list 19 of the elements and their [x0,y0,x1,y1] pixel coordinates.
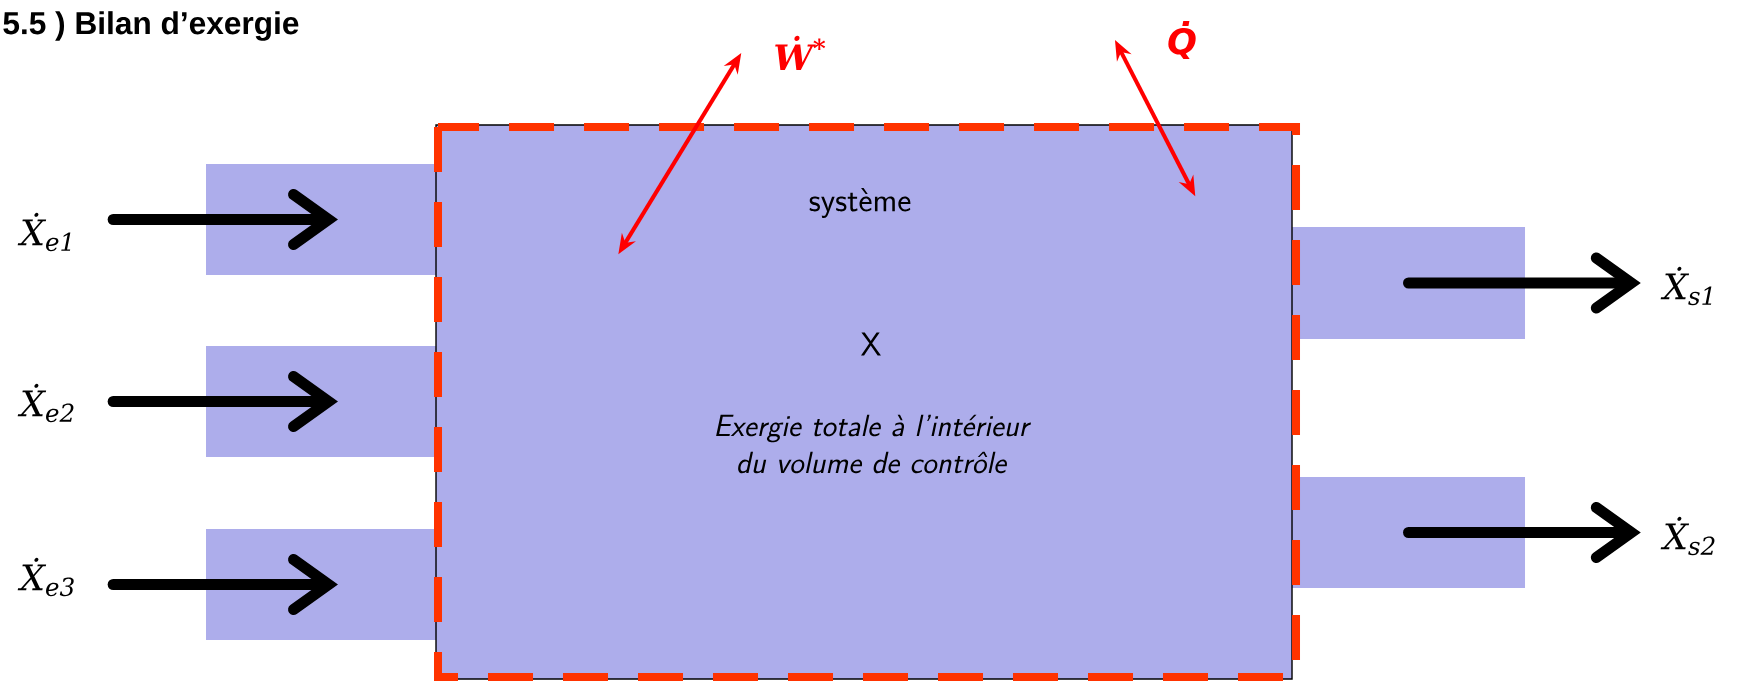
heading: 5.5 ) Bilan d’exergie [3,11,299,41]
system-box: système X Exergie totale à l’intérieur du volume de contrôle [435,124,1293,680]
duct [1292,477,1525,588]
flow-symbol: Ẋ$_{s1}$ [1660,266,1712,306]
flow-symbol: Ẋ$_{s2}$ [1660,516,1715,556]
flow-symbol: Ẇ$^{*}$ [775,35,826,71]
arrow [1403,502,1641,563]
duct [206,346,436,457]
arrow [107,371,338,432]
flow-symbol: Ẋ$_{e3}$ [17,557,74,597]
flow-symbol: Q̇ [1168,20,1196,60]
arrow [1403,252,1641,314]
duct [206,529,436,640]
duct [1292,227,1525,339]
flow-symbol: Ẋ$_{e1}$ [17,212,71,252]
arrow [107,189,338,250]
flow-symbol: Ẋ$_{e2}$ [17,383,74,423]
duct [206,164,436,275]
arrow [107,554,338,615]
